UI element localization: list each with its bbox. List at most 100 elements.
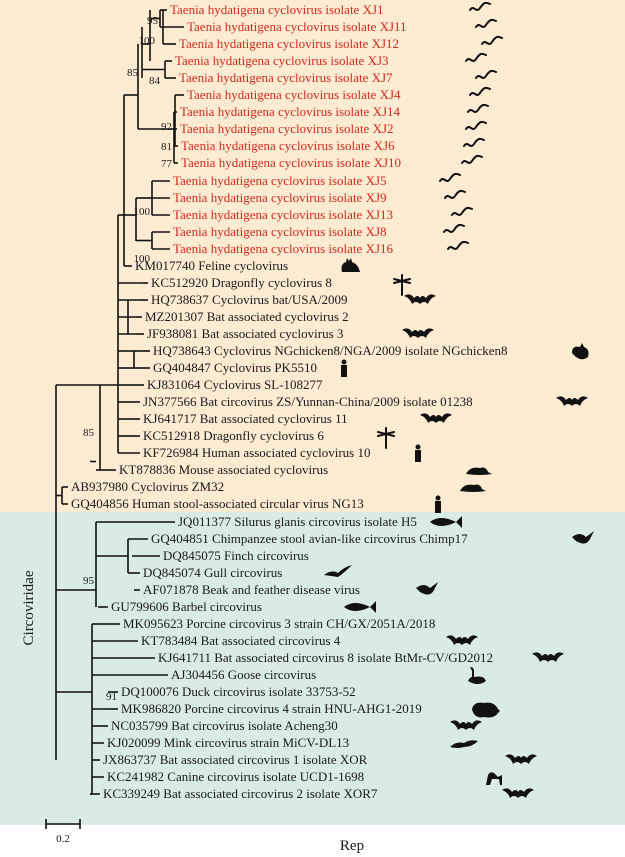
taxon-labels: Taenia hydatigena cyclovirus isolate XJ1… bbox=[71, 2, 508, 801]
bat-icon bbox=[502, 788, 534, 798]
bootstrap-value: 91 bbox=[106, 691, 117, 703]
gull-icon bbox=[324, 565, 352, 577]
taxon-label: GQ404851 Chimpanzee stool avian-like cir… bbox=[151, 531, 468, 546]
mink-icon bbox=[450, 740, 478, 748]
taxon-label: DQ845075 Finch circovirus bbox=[163, 548, 309, 563]
taxon-label: KF726984 Human associated cyclovirus 10 bbox=[143, 445, 370, 460]
worm-icon bbox=[444, 189, 466, 199]
bat-icon bbox=[532, 652, 564, 662]
worm-icon bbox=[465, 52, 487, 62]
taxon-label: Taenia hydatigena cyclovirus isolate XJ2 bbox=[180, 121, 394, 136]
worm-icon bbox=[463, 137, 485, 147]
circovirus-region bbox=[0, 512, 625, 825]
taxon-label: KC339249 Bat associated circovirus 2 iso… bbox=[103, 786, 378, 801]
taxon-label: MK095623 Porcine circovirus 3 strain CH/… bbox=[123, 616, 435, 631]
cyclovirus-region bbox=[0, 0, 625, 512]
taxon-label: GQ404847 Cyclovirus PK5510 bbox=[153, 360, 317, 375]
taxon-label: Taenia hydatigena cyclovirus isolate XJ4 bbox=[187, 87, 401, 102]
taxon-label: Taenia hydatigena cyclovirus isolate XJ1 bbox=[170, 2, 384, 17]
taxon-label: KC241982 Canine circovirus isolate UCD1-… bbox=[107, 769, 364, 784]
taxon-label: Taenia hydatigena cyclovirus isolate XJ1… bbox=[173, 207, 393, 222]
bootstrap-value: 85 bbox=[83, 427, 95, 439]
bootstrap-value: 85 bbox=[127, 67, 139, 79]
taxon-label: Taenia hydatigena cyclovirus isolate XJ1… bbox=[181, 155, 401, 170]
taxon-label: DQ845074 Gull circovirus bbox=[143, 565, 282, 580]
taxon-label: JX863737 Bat associated circovirus 1 iso… bbox=[103, 752, 368, 767]
bat-icon bbox=[446, 635, 478, 645]
family-label: Circoviridae bbox=[21, 570, 37, 645]
fish-icon bbox=[430, 516, 462, 528]
human-icon bbox=[341, 359, 347, 377]
worm-icon bbox=[465, 120, 487, 130]
mouse-icon bbox=[466, 467, 492, 475]
bird-icon bbox=[416, 582, 438, 595]
taxon-label: Taenia hydatigena cyclovirus isolate XJ1… bbox=[180, 104, 401, 119]
bat-icon bbox=[556, 396, 588, 406]
bootstrap-value: 95 bbox=[147, 15, 159, 27]
worm-icon bbox=[447, 240, 469, 250]
taxon-label: Taenia hydatigena cyclovirus isolate XJ6 bbox=[181, 138, 395, 153]
gene-label: Rep bbox=[340, 838, 364, 854]
bootstrap-value: 100 bbox=[139, 35, 156, 47]
bootstrap-value: 84 bbox=[149, 75, 161, 87]
taxon-label: Taenia hydatigena cyclovirus isolate XJ3 bbox=[175, 53, 389, 68]
dragonfly-icon bbox=[393, 274, 411, 296]
taxon-label: GQ404856 Human stool-associated circular… bbox=[71, 496, 364, 511]
bat-icon bbox=[505, 754, 537, 764]
scale-bar: 0.2 bbox=[45, 819, 81, 845]
chicken-icon bbox=[572, 343, 589, 360]
worm-icon bbox=[475, 18, 497, 28]
taxon-label: Taenia hydatigena cyclovirus isolate XJ1… bbox=[173, 241, 394, 256]
taxon-label: HQ738643 Cyclovirus NGchicken8/NGA/2009 … bbox=[153, 343, 508, 358]
taxon-label: JF938081 Bat associated cyclovirus 3 bbox=[147, 326, 343, 341]
taxon-label: NC035799 Bat circovirus isolate Acheng30 bbox=[111, 718, 338, 733]
taxon-label: KJ641717 Bat associated cyclovirus 11 bbox=[143, 411, 348, 426]
taxon-label: Taenia hydatigena cyclovirus isolate XJ1… bbox=[187, 19, 407, 34]
taxon-label: MZ201307 Bat associated cyclovirus 2 bbox=[145, 309, 349, 324]
worm-icon bbox=[475, 69, 497, 79]
taxon-label: KJ020099 Mink circovirus strain MiCV-DL1… bbox=[107, 735, 349, 750]
bootstrap-value: 100 bbox=[134, 206, 151, 218]
worm-icon bbox=[443, 223, 465, 233]
taxon-label: JN377566 Bat circovirus ZS/Yunnan-China/… bbox=[143, 394, 473, 409]
dragonfly-icon bbox=[377, 427, 395, 449]
bootstrap-value: 95 bbox=[83, 575, 95, 587]
fish-icon bbox=[344, 601, 376, 613]
bat-icon bbox=[420, 413, 452, 423]
goose-icon bbox=[468, 667, 486, 684]
bootstrap-value: 77 bbox=[161, 158, 173, 170]
bat-icon bbox=[404, 294, 436, 304]
taxon-label: AF071878 Beak and feather disease virus bbox=[143, 582, 360, 597]
human-icon bbox=[435, 495, 441, 513]
taxon-label: JQ011377 Silurus glanis circovirus isola… bbox=[178, 514, 417, 529]
mouse-icon bbox=[460, 484, 486, 492]
taxon-label: KT783484 Bat associated circovirus 4 bbox=[141, 633, 341, 648]
bird-icon bbox=[572, 531, 594, 544]
worm-icon bbox=[467, 103, 489, 113]
taxon-label: DQ100076 Duck circovirus isolate 33753-5… bbox=[121, 684, 356, 699]
bat-icon bbox=[402, 328, 434, 338]
worm-icon bbox=[461, 154, 483, 164]
taxon-label: Taenia hydatigena cyclovirus isolate XJ5 bbox=[173, 173, 387, 188]
taxon-label: KJ641711 Bat associated circovirus 8 iso… bbox=[158, 650, 493, 665]
human-icon bbox=[415, 444, 421, 462]
cat-icon bbox=[341, 258, 360, 272]
taxon-label: Taenia hydatigena cyclovirus isolate XJ8 bbox=[173, 224, 387, 239]
taxon-label: AJ304456 Goose circovirus bbox=[171, 667, 316, 682]
taxon-label: KT878836 Mouse associated cyclovirus bbox=[119, 462, 328, 477]
taxon-label: KC512918 Dragonfly cyclovirus 6 bbox=[143, 428, 324, 443]
worm-icon bbox=[439, 172, 461, 182]
taxon-label: KJ831064 Cyclovirus SL-108277 bbox=[147, 377, 323, 392]
dog-icon bbox=[486, 772, 502, 785]
taxon-label: Taenia hydatigena cyclovirus isolate XJ9 bbox=[173, 190, 387, 205]
taxon-label: MK986820 Porcine circovirus 4 strain HNU… bbox=[121, 701, 422, 716]
bootstrap-value: 92 bbox=[161, 121, 172, 133]
worm-icon bbox=[469, 86, 491, 96]
taxon-label: KC512920 Dragonfly cyclovirus 8 bbox=[151, 275, 332, 290]
tree-branches bbox=[55, 9, 184, 795]
worm-icon bbox=[481, 35, 503, 45]
worm-icon bbox=[451, 206, 473, 216]
taxon-label: HQ738637 Cyclovirus bat/USA/2009 bbox=[151, 292, 347, 307]
